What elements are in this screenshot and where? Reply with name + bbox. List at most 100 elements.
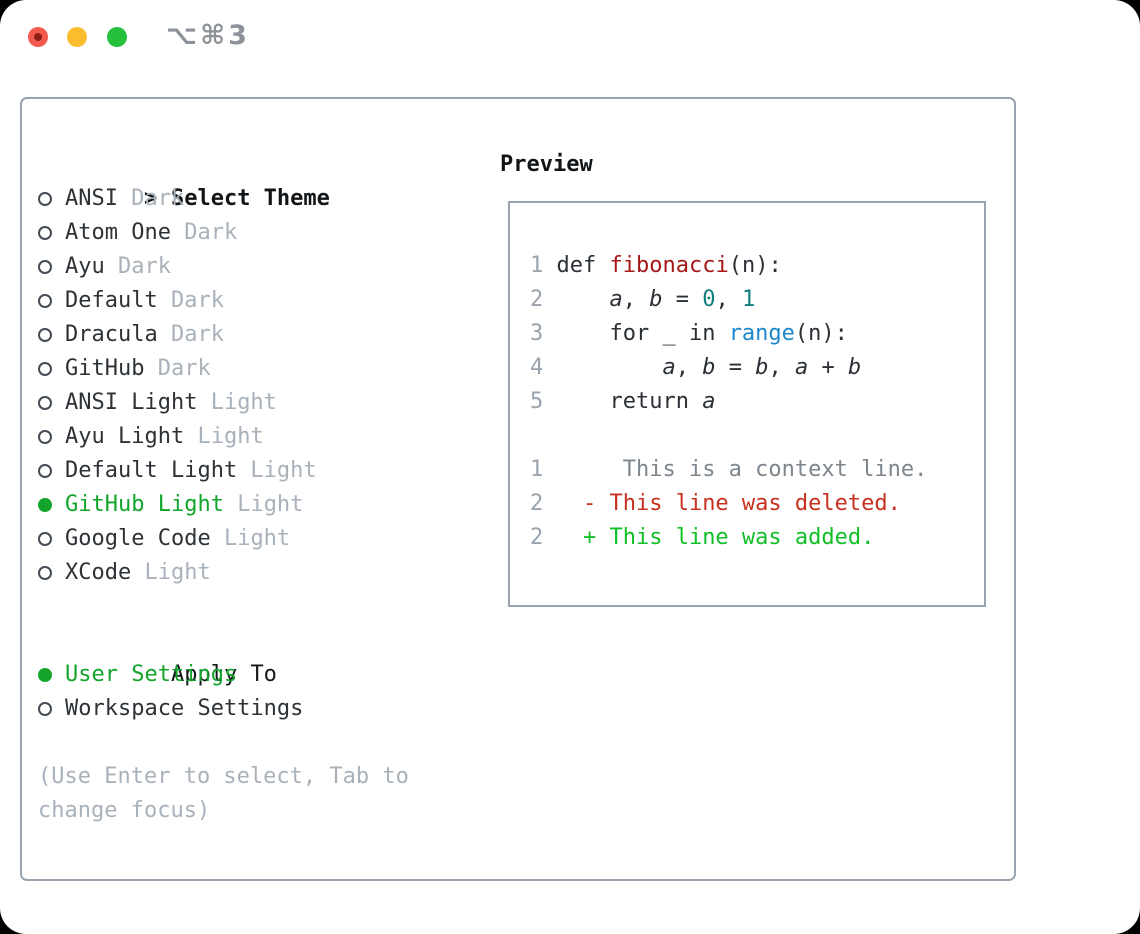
- radio-icon: [38, 192, 52, 206]
- preview-line: [530, 419, 984, 453]
- code-text: for _ in: [543, 321, 729, 346]
- theme-variant-tag: Dark: [157, 322, 224, 347]
- radio-cell: [38, 454, 65, 488]
- variable: b: [649, 287, 663, 312]
- code-text: return: [543, 389, 703, 414]
- radio-icon: [38, 260, 52, 274]
- preview-label: Preview: [500, 152, 593, 177]
- radio-icon: [38, 702, 52, 716]
- radio-icon: [38, 294, 52, 308]
- theme-name: Default Light: [65, 458, 238, 483]
- radio-icon: [38, 464, 52, 478]
- close-button[interactable]: [28, 27, 48, 47]
- close-dot-icon: [34, 33, 42, 41]
- theme-name: Ayu Light: [65, 424, 185, 449]
- theme-option-xcode[interactable]: XCode Light: [38, 556, 409, 590]
- radio-cell: [38, 556, 65, 590]
- theme-option-github[interactable]: GitHub Dark: [38, 352, 409, 386]
- theme-name: GitHub: [65, 356, 145, 381]
- zoom-button[interactable]: [107, 27, 127, 47]
- number-literal: 1: [741, 287, 756, 312]
- apply-to-header: Apply To: [38, 624, 409, 687]
- theme-variant-tag: Light: [184, 424, 264, 449]
- apply-option-user-settings[interactable]: User Settings: [38, 658, 409, 692]
- code-text: ,: [768, 355, 795, 380]
- theme-variant-tag: Light: [237, 458, 317, 483]
- spacer-row: [38, 590, 409, 624]
- deleted-line-text: - This line was deleted.: [543, 491, 901, 516]
- radio-cell: [38, 216, 65, 250]
- radio-icon: [38, 362, 52, 376]
- hint-line-1: (Use Enter to select, Tab to: [38, 764, 409, 789]
- theme-option-ansi-light[interactable]: ANSI Light Light: [38, 386, 409, 420]
- variable: b: [755, 355, 769, 380]
- preview-line: 1 def fibonacci(n):: [530, 249, 984, 283]
- theme-option-ayu[interactable]: Ayu Dark: [38, 250, 409, 284]
- radio-icon: [38, 532, 52, 546]
- theme-variant-tag: Dark: [144, 356, 211, 381]
- theme-variant-tag: Dark: [157, 288, 224, 313]
- theme-name: ANSI Light: [65, 390, 198, 415]
- theme-option-ayu-light[interactable]: Ayu Light Light: [38, 420, 409, 454]
- preview-line: 2 - This line was deleted.: [530, 487, 984, 521]
- apply-to-label: Apply To: [170, 662, 277, 687]
- apply-option-label: User Settings: [65, 662, 238, 687]
- theme-name: XCode: [65, 560, 132, 585]
- spacer-row: [38, 726, 409, 760]
- theme-option-github-light[interactable]: GitHub Light Light: [38, 488, 409, 522]
- line-number: 2: [530, 491, 544, 516]
- radio-icon: [38, 226, 52, 240]
- code-text: +: [808, 355, 848, 380]
- select-theme-label: Select Theme: [170, 186, 330, 211]
- select-theme-header: >Select Theme: [38, 148, 409, 211]
- theme-name: GitHub Light: [65, 492, 224, 517]
- code-text: [543, 355, 662, 380]
- radio-cell: [38, 420, 65, 454]
- radio-icon: [38, 430, 52, 444]
- variable: a: [702, 389, 716, 414]
- code-text: def: [543, 253, 610, 278]
- radio-cell: [38, 250, 65, 284]
- radio-cell: [38, 488, 65, 522]
- theme-name: Default: [65, 288, 158, 313]
- radio-cell: [38, 352, 65, 386]
- theme-option-atom-one[interactable]: Atom One Dark: [38, 216, 409, 250]
- added-line-text: + This line was added.: [543, 525, 875, 550]
- theme-option-google-code[interactable]: Google Code Light: [38, 522, 409, 556]
- radio-cell: [38, 386, 65, 420]
- theme-option-ansi[interactable]: ANSI Dark: [38, 182, 409, 216]
- theme-option-default[interactable]: Default Dark: [38, 284, 409, 318]
- radio-cell: [38, 182, 65, 216]
- line-number: 2: [530, 525, 544, 550]
- theme-name: Google Code: [65, 526, 211, 551]
- window-title: ⌥⌘3: [166, 20, 250, 51]
- code-text: =: [715, 355, 756, 380]
- theme-option-default-light[interactable]: Default Light Light: [38, 454, 409, 488]
- code-text: (n):: [794, 321, 848, 346]
- apply-option-workspace-settings[interactable]: Workspace Settings: [38, 692, 409, 726]
- theme-variant-tag: Light: [131, 560, 211, 585]
- line-number: 1: [530, 253, 544, 278]
- variable: a: [609, 287, 623, 312]
- variable: b: [702, 355, 716, 380]
- theme-option-dracula[interactable]: Dracula Dark: [38, 318, 409, 352]
- theme-name: Ayu: [65, 254, 105, 279]
- radio-selected-icon: [38, 668, 52, 682]
- code-text: ,: [675, 355, 703, 380]
- radio-cell: [38, 692, 65, 726]
- theme-name: Atom One: [65, 220, 171, 245]
- builtin-name: range: [728, 321, 795, 346]
- code-text: ,: [715, 287, 742, 312]
- minimize-button[interactable]: [67, 27, 87, 47]
- preview-line: 5 return a: [530, 385, 984, 419]
- radio-selected-icon: [38, 498, 52, 512]
- preview-line: 4 a, b = b, a + b: [530, 351, 984, 385]
- line-number: 1: [530, 457, 544, 482]
- radio-cell: [38, 284, 65, 318]
- code-text: ,: [622, 287, 650, 312]
